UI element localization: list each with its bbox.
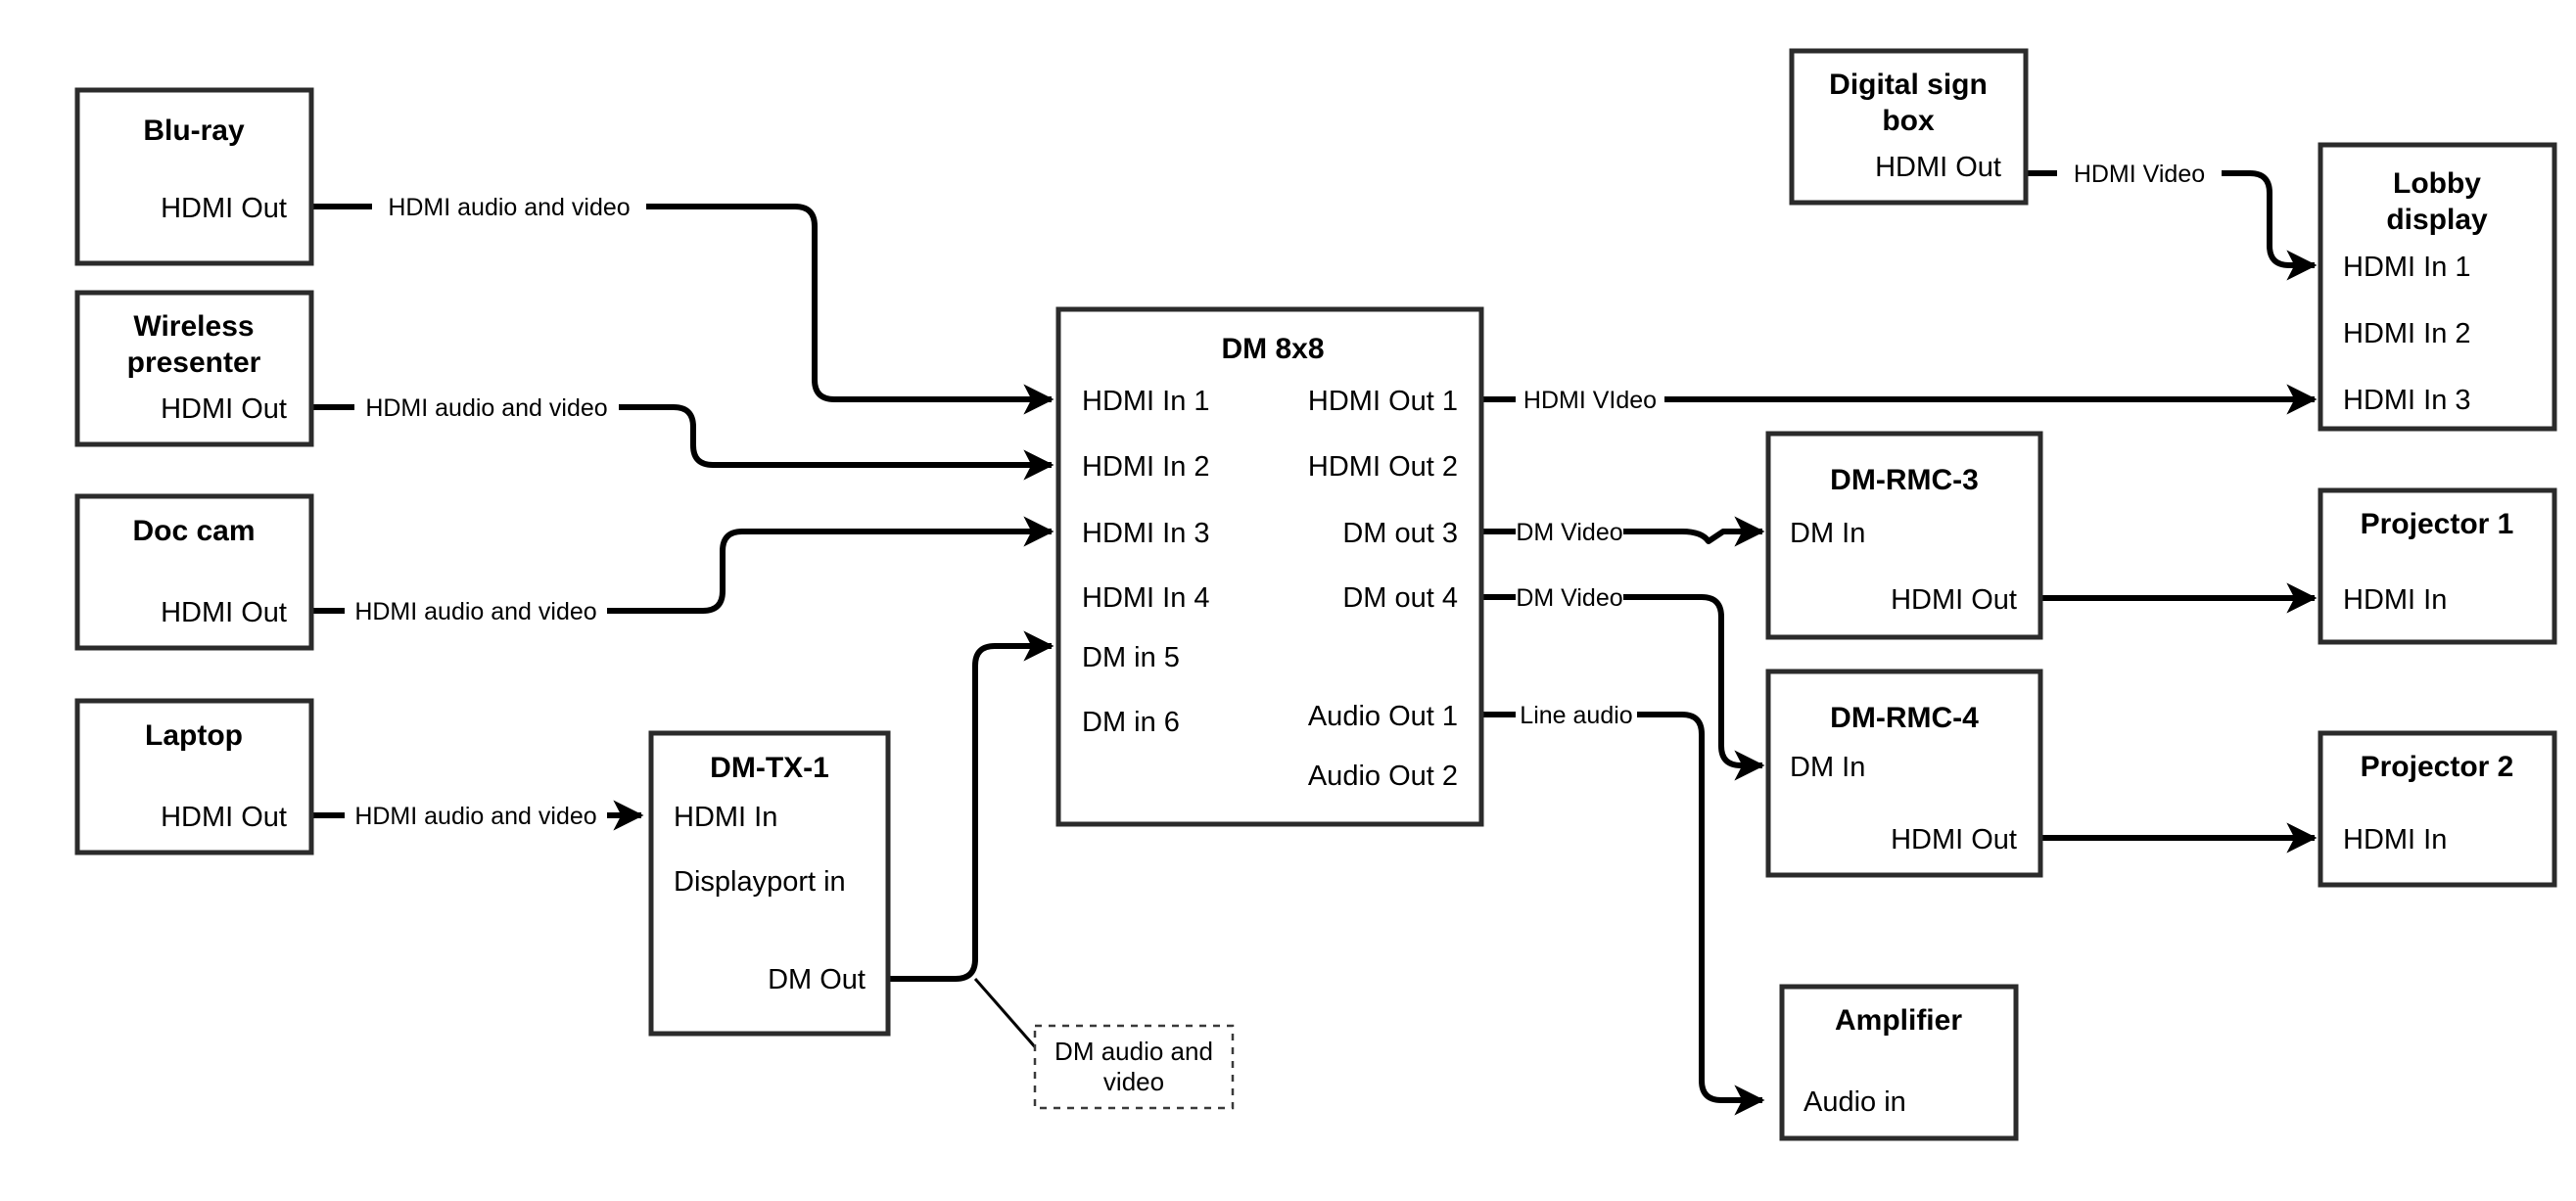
laptop-port-hdmi-out: HDMI Out bbox=[161, 802, 287, 833]
dm-8x8-output-dm-out-3: DM out 3 bbox=[1342, 518, 1458, 549]
node-bluray[interactable]: Blu-ray HDMI Out bbox=[74, 87, 314, 266]
node-dm-rmc-4[interactable]: DM-RMC-4 DM In HDMI Out bbox=[1765, 669, 2043, 878]
dm-8x8-input-hdmi-in-2: HDMI In 2 bbox=[1082, 451, 1210, 483]
link-wireless-to-dm8x8-hdmi-in-2 bbox=[311, 404, 1052, 465]
wireless-presenter-title-line2: presenter bbox=[127, 346, 261, 379]
link-label-audioout1-to-amp: Line audio bbox=[1520, 702, 1632, 729]
digital-sign-box-port-hdmi-out: HDMI Out bbox=[1875, 152, 2001, 183]
callout-leader-line bbox=[973, 978, 1040, 1051]
dm-8x8-input-hdmi-in-3: HDMI In 3 bbox=[1082, 518, 1210, 549]
bluray-port-hdmi-out: HDMI Out bbox=[161, 193, 287, 224]
dm-8x8-output-audio-out-2: Audio Out 2 bbox=[1308, 761, 1458, 792]
node-dm-8x8[interactable]: DM 8x8 HDMI In 1 HDMI In 2 HDMI In 3 HDM… bbox=[1055, 306, 1484, 827]
link-label-signbox-to-lobby: HDMI Video bbox=[2074, 161, 2205, 188]
link-label-dmout4-to-rmc4: DM Video bbox=[1516, 584, 1622, 612]
dm-8x8-output-hdmi-out-2: HDMI Out 2 bbox=[1308, 451, 1458, 483]
dm-tx-1-box bbox=[648, 730, 891, 1037]
projector-2-title: Projector 2 bbox=[2361, 751, 2514, 783]
dm-tx-1-port-hdmi-in: HDMI In bbox=[674, 802, 777, 833]
wireless-presenter-port-hdmi-out: HDMI Out bbox=[161, 393, 287, 425]
dm-tx-1-port-dm-out: DM Out bbox=[768, 964, 866, 995]
dm-rmc-3-title: DM-RMC-3 bbox=[1830, 464, 1979, 496]
lobby-display-title-line2: display bbox=[2386, 204, 2488, 236]
link-label-wireless-to-dm8x8: HDMI audio and video bbox=[365, 394, 607, 422]
laptop-box bbox=[74, 698, 314, 855]
wireless-presenter-box bbox=[74, 290, 314, 447]
dm-8x8-input-hdmi-in-1: HDMI In 1 bbox=[1082, 386, 1210, 417]
dm-8x8-input-dm-in-6: DM in 6 bbox=[1082, 707, 1180, 738]
node-laptop[interactable]: Laptop HDMI Out bbox=[74, 698, 314, 855]
lobby-display-input-hdmi-in-3: HDMI In 3 bbox=[2343, 385, 2471, 416]
doc-cam-port-hdmi-out: HDMI Out bbox=[161, 597, 287, 628]
digital-sign-box-title-line2: box bbox=[1882, 105, 1935, 137]
note-dm-audio-and-video: DM audio and video bbox=[1033, 1024, 1235, 1110]
dm-rmc-4-port-dm-in: DM In bbox=[1790, 752, 1865, 783]
dm-rmc-3-port-dm-in: DM In bbox=[1790, 518, 1865, 549]
link-signbox-to-lobby-hdmi-in-1 bbox=[2026, 170, 2315, 265]
amplifier-port-audio-in: Audio in bbox=[1803, 1086, 1906, 1118]
laptop-title: Laptop bbox=[145, 719, 243, 752]
amplifier-box bbox=[1779, 984, 2019, 1141]
link-dmtx1-to-dm8x8-dm-in-5 bbox=[888, 630, 1054, 982]
projector-1-title: Projector 1 bbox=[2361, 508, 2514, 540]
link-dm8x8-dmout3-to-rmc3-dm-in bbox=[1481, 531, 1762, 541]
dm-8x8-box bbox=[1055, 306, 1484, 827]
node-projector-2[interactable]: Projector 2 HDMI In bbox=[2318, 730, 2557, 888]
doc-cam-box bbox=[74, 493, 314, 651]
node-projector-1[interactable]: Projector 1 HDMI In bbox=[2318, 487, 2557, 645]
dm-8x8-title: DM 8x8 bbox=[1221, 333, 1324, 365]
projector-2-box bbox=[2318, 730, 2557, 888]
link-label-dmout3-to-rmc3: DM Video bbox=[1516, 519, 1622, 546]
node-wireless-presenter[interactable]: Wireless presenter HDMI Out bbox=[74, 290, 314, 447]
dm-callout-line1: DM audio and bbox=[1054, 1037, 1213, 1066]
amplifier-title: Amplifier bbox=[1835, 1004, 1962, 1037]
node-dm-rmc-3[interactable]: DM-RMC-3 DM In HDMI Out bbox=[1765, 431, 2043, 640]
node-doc-cam[interactable]: Doc cam HDMI Out bbox=[74, 493, 314, 651]
link-label-laptop-to-dmtx1: HDMI audio and video bbox=[354, 803, 596, 830]
bluray-box bbox=[74, 87, 314, 266]
projector-2-port-hdmi-in: HDMI In bbox=[2343, 824, 2447, 855]
link-dm8x8-audioout1-to-amp-audio-in bbox=[1481, 712, 1762, 1100]
dm-rmc-3-port-hdmi-out: HDMI Out bbox=[1891, 584, 2017, 616]
node-digital-sign-box[interactable]: Digital sign box HDMI Out bbox=[1789, 48, 2029, 206]
digital-sign-box-title-line1: Digital sign bbox=[1829, 69, 1988, 101]
link-label-bluray-to-dm8x8: HDMI audio and video bbox=[388, 194, 630, 221]
dm-tx-1-port-displayport-in: Displayport in bbox=[674, 866, 846, 898]
lobby-display-title-line1: Lobby bbox=[2393, 167, 2481, 200]
dm-rmc-4-title: DM-RMC-4 bbox=[1830, 702, 1979, 734]
dm-8x8-input-dm-in-5: DM in 5 bbox=[1082, 642, 1180, 673]
lobby-display-input-hdmi-in-2: HDMI In 2 bbox=[2343, 318, 2471, 349]
link-label-doccam-to-dm8x8: HDMI audio and video bbox=[354, 598, 596, 625]
dm-callout-line2: video bbox=[1103, 1067, 1164, 1096]
dm-rmc-4-box bbox=[1765, 669, 2043, 878]
dm-8x8-input-hdmi-in-4: HDMI In 4 bbox=[1082, 582, 1210, 614]
link-dm8x8-dmout4-to-rmc4-dm-in bbox=[1481, 594, 1762, 765]
dm-8x8-output-audio-out-1: Audio Out 1 bbox=[1308, 701, 1458, 732]
dm-callout-box bbox=[1033, 1024, 1235, 1110]
projector-1-port-hdmi-in: HDMI In bbox=[2343, 584, 2447, 616]
digital-sign-box-box bbox=[1789, 48, 2029, 206]
dm-rmc-4-port-hdmi-out: HDMI Out bbox=[1891, 824, 2017, 855]
link-bluray-to-dm8x8-hdmi-in-1 bbox=[311, 204, 1052, 399]
node-dm-tx-1[interactable]: DM-TX-1 HDMI In Displayport in DM Out bbox=[648, 730, 891, 1037]
lobby-display-box bbox=[2318, 142, 2557, 432]
lobby-display-input-hdmi-in-1: HDMI In 1 bbox=[2343, 252, 2471, 283]
projector-1-box bbox=[2318, 487, 2557, 645]
node-lobby-display[interactable]: Lobby display HDMI In 1 HDMI In 2 HDMI I… bbox=[2318, 142, 2557, 432]
dm-8x8-output-hdmi-out-1: HDMI Out 1 bbox=[1308, 386, 1458, 417]
link-label-hdmiout1-to-lobby: HDMI VIdeo bbox=[1523, 387, 1657, 414]
dm-rmc-3-box bbox=[1765, 431, 2043, 640]
bluray-title: Blu-ray bbox=[143, 115, 245, 147]
wireless-presenter-title-line1: Wireless bbox=[133, 310, 254, 343]
dm-8x8-output-dm-out-4: DM out 4 bbox=[1342, 582, 1458, 614]
doc-cam-title: Doc cam bbox=[132, 515, 255, 547]
link-doccam-to-dm8x8-hdmi-in-3 bbox=[311, 531, 1052, 614]
node-amplifier[interactable]: Amplifier Audio in bbox=[1779, 984, 2019, 1141]
dm-tx-1-title: DM-TX-1 bbox=[710, 752, 829, 784]
